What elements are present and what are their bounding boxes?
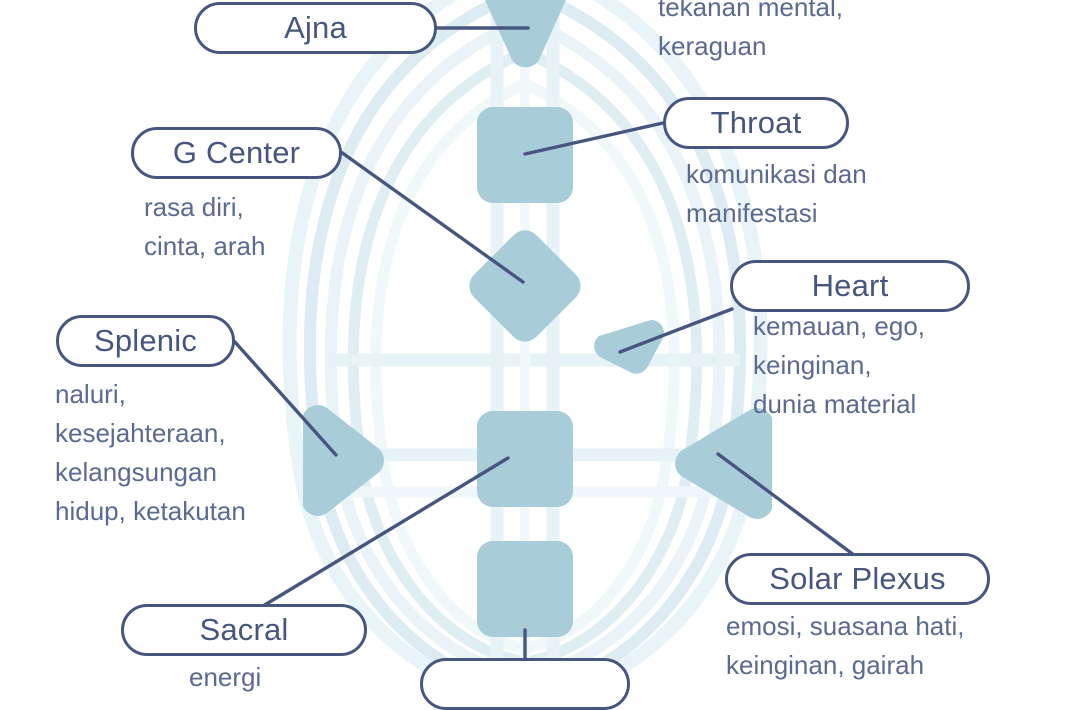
center-label-heart[interactable]: Heart (730, 260, 970, 312)
center-description-solar-plexus: emosi, suasana hati, keinginan, gairah (726, 611, 965, 680)
center-description-splenic: naluri, kesejahteraan, kelangsungan hidu… (55, 379, 246, 526)
center-label-ajna[interactable]: Ajna (194, 2, 437, 54)
leader-line-splenic (232, 339, 338, 457)
leader-line-sacral (256, 456, 510, 611)
center-description-g-center: rasa diri, cinta, arah (144, 192, 266, 261)
center-label-sacral[interactable]: Sacral (121, 604, 367, 656)
center-label-g-center-text: G Center (172, 135, 301, 170)
leader-line-throat (523, 121, 665, 156)
center-description-ajna: tekanan mental, keraguan (658, 0, 844, 61)
bodygraph-leader-lines-layer (232, 26, 860, 675)
center-shape-root (477, 541, 573, 637)
leader-line-solar-plexus (716, 452, 860, 560)
leader-line-heart (618, 307, 734, 354)
center-description-sacral: energi (189, 662, 262, 692)
center-label-throat[interactable]: Throat (663, 97, 849, 149)
center-label-heart-text: Heart (811, 268, 889, 303)
center-shape-ajna (485, 0, 566, 68)
leader-line-g-center (339, 150, 525, 284)
bodygraph-diagram: Ajna Throat G Center Heart Splenic Solar… (55, 0, 990, 710)
center-shape-sacral (477, 411, 573, 507)
bodygraph-centers-layer (303, 0, 772, 637)
center-shape-splenic (303, 405, 385, 516)
center-label-g-center[interactable]: G Center (131, 127, 342, 179)
center-label-solar-plexus-text: Solar Plexus (769, 561, 946, 596)
center-label-ajna-text: Ajna (284, 10, 347, 45)
center-label-splenic[interactable]: Splenic (56, 315, 235, 367)
center-label-throat-text: Throat (710, 105, 802, 140)
center-label-root[interactable] (420, 658, 630, 710)
center-shape-g-center (469, 230, 581, 342)
center-description-throat: komunikasi dan manifestasi (686, 159, 867, 228)
center-description-heart: kemauan, ego, keinginan, dunia material (753, 311, 926, 419)
center-label-sacral-text: Sacral (199, 612, 289, 647)
center-label-solar-plexus[interactable]: Solar Plexus (725, 553, 990, 605)
center-shape-solar-plexus (674, 408, 772, 519)
center-label-splenic-text: Splenic (93, 323, 198, 358)
